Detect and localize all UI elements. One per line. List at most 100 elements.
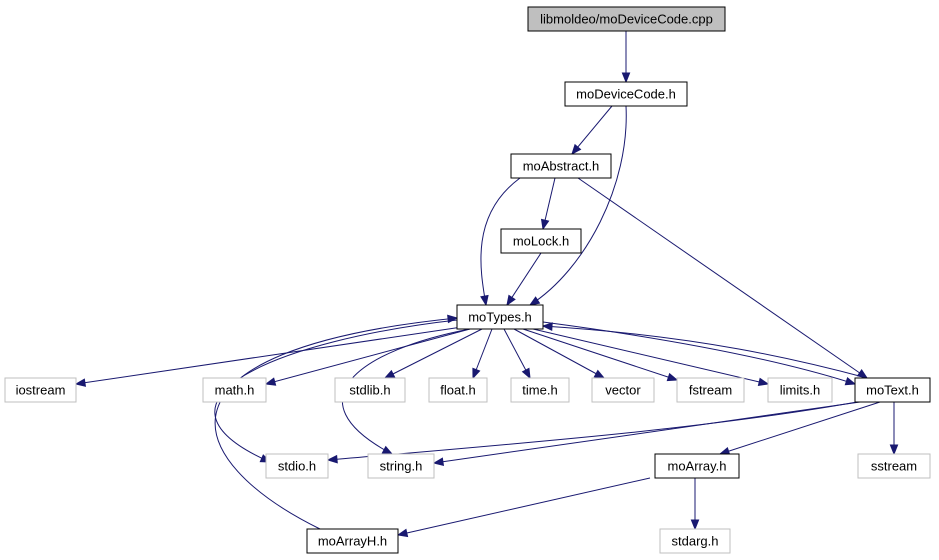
edge-moAbstract-to-moTypes — [480, 177, 521, 307]
node-label: math.h — [215, 383, 255, 398]
node-stdlib: stdlib.h — [334, 377, 406, 403]
node-time: time.h — [510, 377, 570, 403]
node-box — [4, 377, 77, 403]
node-box — [676, 377, 745, 403]
node-label: stdio.h — [278, 459, 316, 474]
node-label: string.h — [380, 459, 423, 474]
node-label: fstream — [689, 383, 732, 398]
node-box — [334, 377, 406, 403]
edge-root-to-moDeviceCode — [621, 31, 631, 84]
node-box — [591, 377, 655, 403]
arrowhead — [593, 369, 606, 379]
edge-moArray-to-stdarg — [690, 478, 700, 531]
node-label: float.h — [440, 383, 475, 398]
node-box — [428, 377, 488, 403]
node-label: moArrayH.h — [318, 534, 387, 549]
node-vector: vector — [591, 377, 655, 403]
node-label: stdarg.h — [672, 534, 719, 549]
node-label: stdlib.h — [349, 383, 390, 398]
node-label: time.h — [522, 383, 557, 398]
edge-moTypes-to-float — [472, 328, 493, 380]
arrowhead — [528, 296, 541, 306]
edge-line — [522, 328, 678, 381]
node-moDeviceCode[interactable]: moDeviceCode.h — [564, 81, 688, 107]
edge-line — [265, 328, 471, 385]
edge-moLock-to-moTypes — [506, 252, 542, 307]
node-label: moAbstract.h — [523, 159, 600, 174]
edge-moText-to-sstream — [889, 402, 899, 456]
node-box — [202, 377, 267, 403]
edge-line — [571, 105, 613, 155]
arrowhead — [480, 294, 489, 307]
edge-moDeviceCode-to-moTypes — [528, 105, 627, 306]
arrowhead — [571, 143, 582, 156]
node-label: moText.h — [866, 383, 919, 398]
arrowhead — [541, 322, 553, 331]
node-box — [265, 453, 329, 479]
edge-moArray-to-moArrayH — [396, 477, 651, 538]
node-label: limits.h — [780, 383, 820, 398]
node-stdarg: stdarg.h — [659, 528, 731, 554]
edges-layer — [74, 31, 899, 538]
node-label: moDeviceCode.h — [576, 87, 676, 102]
edge-moTypes-to-vector — [513, 328, 606, 379]
edge-moAbstract-to-moText — [577, 177, 869, 379]
edge-moTypes-to-fstream — [522, 328, 679, 382]
node-float: float.h — [428, 377, 488, 403]
edge-moTypes-to-iostream — [74, 326, 463, 387]
edge-line — [719, 401, 881, 455]
node-box — [527, 6, 726, 32]
node-box — [564, 81, 688, 107]
node-sstream: sstream — [857, 453, 931, 479]
arrowhead — [889, 444, 899, 456]
node-moAbstract[interactable]: moAbstract.h — [510, 153, 612, 179]
node-moArrayH[interactable]: moArrayH.h — [306, 528, 399, 554]
edge-moTypes-to-limits — [532, 328, 770, 387]
arrowhead — [757, 377, 770, 387]
node-box — [306, 528, 399, 554]
node-root: libmoldeo/moDeviceCode.cpp — [527, 6, 726, 32]
edge-moTypes-to-moText — [542, 321, 857, 386]
node-string: string.h — [367, 453, 435, 479]
arrowhead — [844, 376, 857, 386]
edge-moText-to-moTypes — [541, 322, 868, 379]
nodes-layer: libmoldeo/moDeviceCode.cpp moDeviceCode.h… — [4, 6, 931, 554]
arrowhead — [383, 369, 396, 379]
arrowhead — [264, 377, 277, 386]
arrowhead — [690, 519, 700, 531]
edge-moText-to-moArray — [718, 401, 881, 456]
node-box — [767, 377, 833, 403]
node-label: libmoldeo/moDeviceCode.cpp — [540, 12, 713, 27]
node-moText[interactable]: moText.h — [854, 377, 931, 403]
node-limits: limits.h — [767, 377, 833, 403]
node-box — [510, 153, 612, 179]
arrowhead — [381, 445, 394, 455]
node-label: iostream — [16, 383, 66, 398]
node-moArray[interactable]: moArray.h — [654, 453, 740, 479]
edge-moTypes-to-time — [503, 328, 531, 380]
arrowhead — [472, 367, 481, 380]
arrowhead — [396, 528, 409, 538]
node-stdio: stdio.h — [265, 453, 329, 479]
node-box — [510, 377, 570, 403]
edge-line — [433, 401, 861, 464]
edge-line — [327, 401, 858, 461]
edge-line — [75, 326, 463, 385]
node-box — [500, 228, 582, 254]
node-iostream: iostream — [4, 377, 77, 403]
edge-line — [480, 177, 521, 306]
node-box — [654, 453, 740, 479]
node-label: vector — [605, 383, 641, 398]
edge-line — [397, 477, 651, 536]
node-box — [456, 304, 544, 330]
edge-line — [513, 328, 605, 379]
node-box — [857, 453, 931, 479]
node-box — [854, 377, 931, 403]
arrowhead — [447, 314, 459, 324]
edge-line — [506, 252, 542, 306]
edge-moArrayH-to-moTypes — [214, 314, 459, 530]
node-moLock[interactable]: moLock.h — [500, 228, 582, 254]
node-moTypes[interactable]: moTypes.h — [456, 304, 544, 330]
node-box — [367, 453, 435, 479]
